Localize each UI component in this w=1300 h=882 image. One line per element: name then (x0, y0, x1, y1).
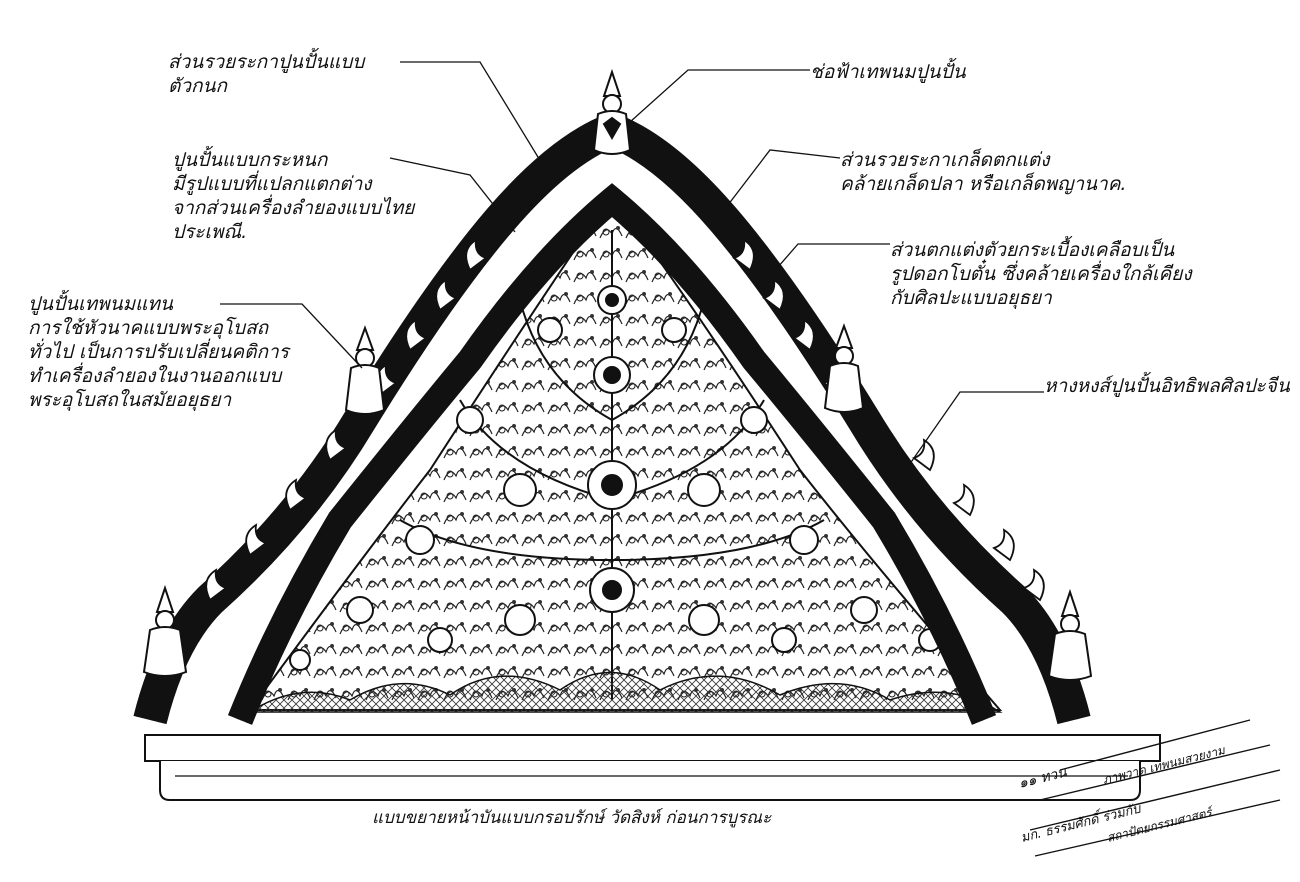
label-line: รูปดอกโบตั๋น ซึ่งคล้ายเครื่องใกล้เคียง (890, 263, 1192, 285)
label-right-tiles: ส่วนตกแต่งตัวยกระเบื้องเคลือบเป็น รูปดอก… (890, 238, 1192, 310)
deity-figure-right (823, 323, 865, 413)
drawing-caption: แบบขยายหน้าบันแบบกรอบรักษ์ วัดสิงห์ ก่อน… (372, 808, 772, 828)
label-line: กับศิลปะแบบอยุธยา (890, 287, 1052, 309)
base-ledge (144, 734, 1161, 801)
label-right-scales: ส่วนรวยระกาเกล็ดตกแต่ง คล้ายเกล็ดปลา หรื… (840, 148, 1126, 196)
label-line: ส่วนรวยระกาปูนปั้นแบบ (168, 51, 365, 73)
deity-figure-far-left (142, 584, 188, 677)
deity-figure-apex (592, 68, 632, 155)
deity-figure-far-right (1047, 588, 1093, 681)
label-line: มีรูปแบบที่แปลกแตกต่าง (172, 173, 372, 195)
label-line: ทั่วไป เป็นการปรับเปลี่ยนคติการ (28, 341, 289, 363)
rosette-flowers (289, 285, 942, 671)
deity-figure-left (344, 325, 386, 415)
label-line: ปูนปั้นแบบกระหนก (172, 149, 328, 171)
label-apex-finial: ช่อฟ้าเทพนมปูนปั้น (810, 60, 966, 84)
rock-base (247, 671, 1003, 713)
label-line: ช่อฟ้าเทพนมปูนปั้น (810, 61, 966, 83)
label-line: ปูนปั้นเทพนมแทน (28, 293, 173, 315)
signature-line: ภาพวาด เทพนมสวยงาม (1101, 743, 1227, 787)
label-line: ส่วนตกแต่งตัวยกระเบื้องเคลือบเป็น (890, 239, 1175, 261)
label-line: ส่วนรวยระกาเกล็ดตกแต่ง (840, 149, 1050, 171)
label-line: จากส่วนเครื่องลำยองแบบไทย (172, 197, 415, 219)
leader-lines (220, 61, 1044, 479)
label-line: การใช้หัวนาคแบบพระอุโบสถ (28, 317, 269, 339)
signature-scribble (1029, 719, 1281, 857)
label-line: ทำเครื่องลำยองในงานออกแบบ (28, 365, 282, 387)
label-line: คล้ายเกล็ดปลา หรือเกล็ดพญานาค. (840, 173, 1127, 195)
label-line: ตัวกนก (168, 75, 228, 97)
label-left-kranok: ปูนปั้นแบบกระหนก มีรูปแบบที่แปลกแตกต่าง … (172, 148, 414, 244)
label-line: พระอุโบสถในสมัยอยุธยา (28, 389, 232, 411)
label-right-hanghong: หางหงส์ปูนปั้นอิทธิพลศิลปะจีน (1044, 374, 1290, 398)
signature-line: ๑๑ ทวน (1017, 764, 1069, 791)
signature-block: ๑๑ ทวน ภาพวาด เทพนมสวยงาม มก. ธรรมศักดิ์… (1017, 743, 1227, 846)
label-line: ประเพณี. (172, 221, 248, 243)
label-line: หางหงส์ปูนปั้นอิทธิพลศิลปะจีน (1044, 375, 1290, 397)
label-top-left-bargeboard: ส่วนรวยระกาปูนปั้นแบบ ตัวกนก (168, 50, 364, 98)
label-left-deity: ปูนปั้นเทพนมแทน การใช้หัวนาคแบบพระอุโบสถ… (28, 292, 289, 412)
flame-finials (205, 238, 1045, 602)
